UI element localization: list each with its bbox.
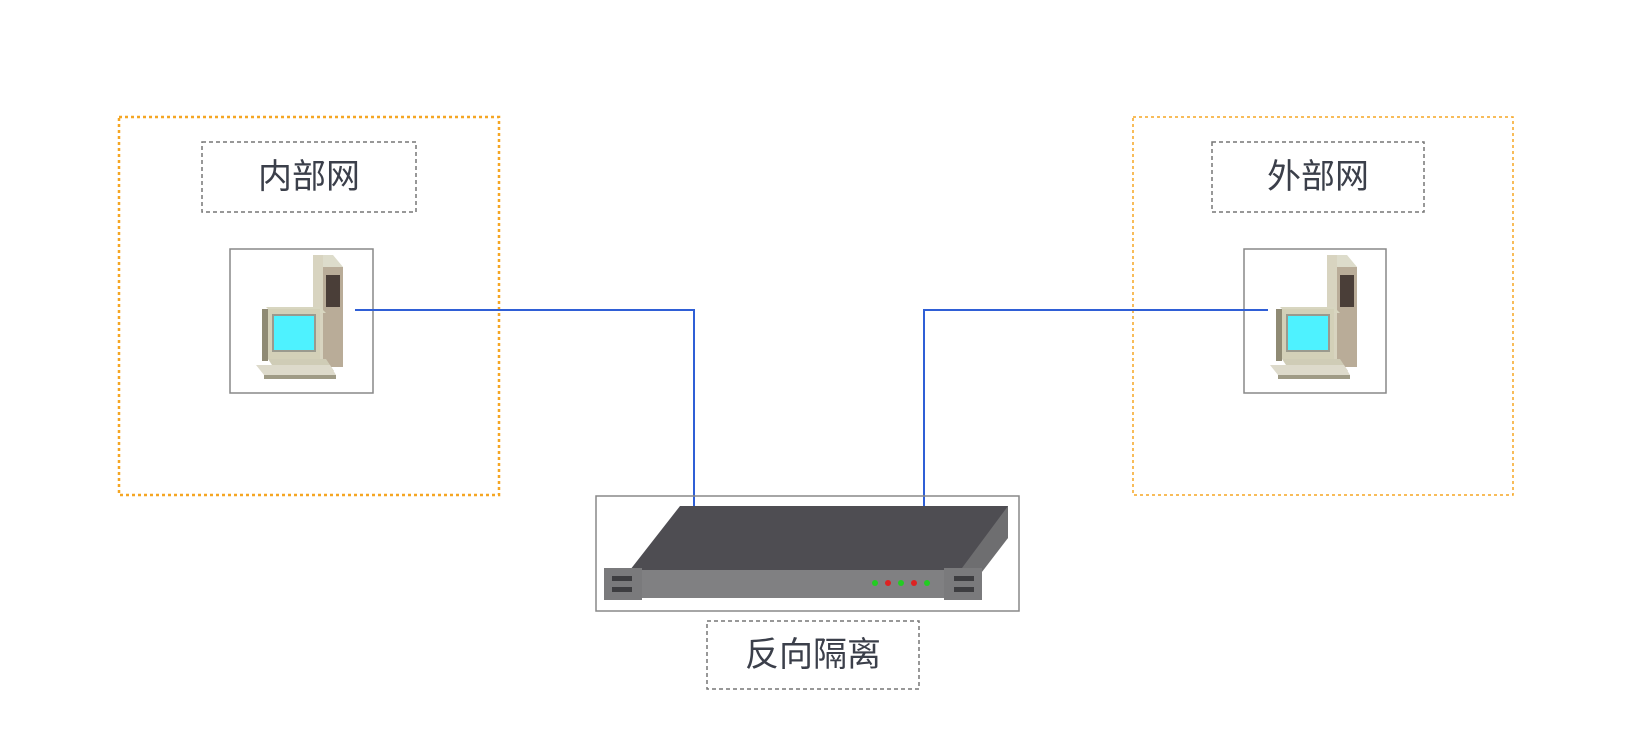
internal-zone-border (117, 115, 501, 497)
reverse-isolation-device[interactable]: 反向隔离 (595, 495, 1020, 690)
internal-zone-label: 内部网 (201, 141, 417, 213)
external-zone-label: 外部网 (1211, 141, 1425, 213)
external-link-line (923, 309, 1268, 506)
internal-link-line (355, 309, 695, 506)
desktop-computer-icon (255, 254, 344, 380)
rack-appliance-icon (604, 506, 1008, 600)
external-computer-node[interactable] (1243, 248, 1387, 394)
internal-network-zone: 内部网 (117, 115, 501, 497)
status-led (924, 580, 930, 586)
device-frame (595, 495, 1020, 612)
external-zone-border (1132, 116, 1514, 496)
status-led (911, 580, 917, 586)
external-network-zone: 外部网 (1132, 116, 1514, 496)
desktop-computer-icon (1269, 254, 1358, 380)
external-zone-label-text: 外部网 (1267, 157, 1369, 197)
internal-computer-node[interactable] (229, 248, 374, 394)
device-label: 反向隔离 (706, 620, 920, 690)
internal-node-frame (229, 248, 374, 394)
internal-zone-label-text: 内部网 (258, 157, 360, 197)
status-led (885, 580, 891, 586)
device-label-text: 反向隔离 (745, 635, 881, 675)
status-led (872, 580, 878, 586)
external-node-frame (1243, 248, 1387, 394)
status-led (898, 580, 904, 586)
